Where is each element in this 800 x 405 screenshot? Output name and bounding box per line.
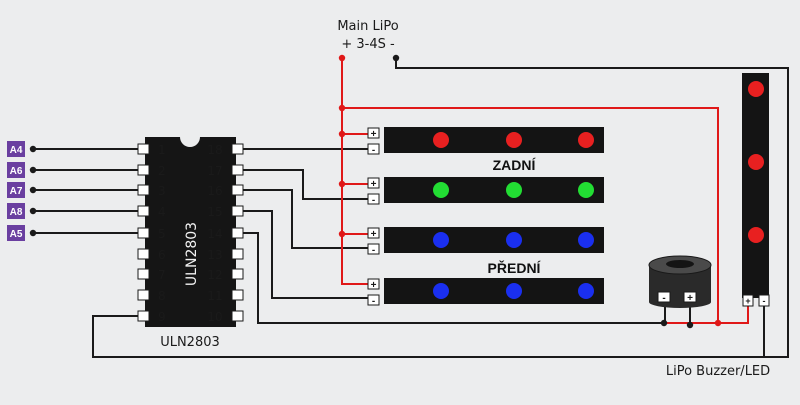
input-label-text: A7 [10, 186, 23, 197]
pin-number: 11 [207, 289, 222, 303]
led [748, 227, 764, 243]
chip-left-pins [137, 143, 150, 322]
input-label: A6 [7, 162, 25, 178]
input-label: A8 [7, 203, 25, 219]
pin-number: 7 [158, 268, 166, 282]
led [506, 283, 522, 299]
pin-number: 10 [207, 310, 222, 324]
led [578, 182, 594, 198]
led-strip: + - [367, 227, 604, 256]
led [506, 182, 522, 198]
output-wires [243, 148, 666, 324]
buzzer-caption: LiPo Buzzer/LED [666, 364, 770, 379]
minus-sign: - [763, 296, 766, 306]
wire-junctions [29, 54, 722, 329]
chip-right-pin-numbers: 18 17 16 15 14 13 12 11 10 [207, 143, 222, 324]
pin-number: 13 [207, 248, 222, 262]
plus-sign: + [371, 280, 377, 291]
led [433, 232, 449, 248]
pin-number: 18 [207, 143, 222, 157]
input-label: A5 [7, 225, 25, 241]
plus-sign: + [687, 293, 693, 304]
pin-number: 5 [158, 227, 166, 241]
plus-sign: + [745, 296, 750, 306]
pin-number: 1 [158, 143, 166, 157]
plus-terminal [367, 278, 380, 290]
input-label-text: A6 [10, 166, 23, 177]
pin-number: 8 [158, 289, 166, 303]
minus-sign: - [662, 293, 665, 304]
led-strip: + - [367, 278, 604, 307]
chip-caption: ULN2803 [160, 335, 220, 350]
chip-body-label: ULN2803 [184, 222, 200, 286]
vertical-led-strip: + - [742, 73, 770, 307]
plus-terminal [367, 227, 380, 239]
led [433, 283, 449, 299]
led-strip: + - [367, 177, 604, 206]
led [578, 132, 594, 148]
plus-sign: + [371, 129, 377, 140]
led [748, 81, 764, 97]
led [748, 154, 764, 170]
led-strip: + - [367, 127, 604, 156]
minus-sign: - [372, 145, 375, 156]
pin-number: 15 [207, 205, 222, 219]
input-label: A7 [7, 182, 25, 198]
pin-number: 4 [158, 205, 166, 219]
positive-wires [341, 58, 749, 324]
front-strips-label: PŘEDNÍ [488, 259, 542, 276]
input-label-text: A4 [10, 145, 23, 156]
plus-sign: + [371, 229, 377, 240]
buzzer-plus-terminal [683, 291, 697, 303]
minus-terminal [367, 243, 380, 255]
led [506, 132, 522, 148]
led [433, 132, 449, 148]
pin-number: 2 [158, 164, 166, 178]
input-wires [33, 148, 138, 234]
minus-terminal [758, 294, 770, 307]
buzzer: - + [648, 255, 712, 308]
pin-number: 17 [207, 164, 222, 178]
minus-sign: - [372, 245, 375, 256]
input-label: A4 [7, 141, 25, 157]
main-lipo-label: Main LiPo + 3-4S - [337, 19, 398, 52]
led [578, 283, 594, 299]
chip-body [145, 137, 236, 327]
plus-terminal [742, 294, 754, 307]
minus-sign: - [372, 296, 375, 307]
buzzer-minus-terminal [657, 291, 671, 303]
rear-strips-label: ZADNÍ [493, 157, 537, 173]
uln2803-chip: ULN2803 1 2 3 4 5 [137, 137, 244, 350]
minus-sign: - [372, 195, 375, 206]
main-lipo-title: Main LiPo [337, 19, 398, 34]
plus-terminal [367, 127, 380, 139]
pin-number: 12 [207, 268, 222, 282]
main-lipo-polarity: + 3-4S - [341, 37, 395, 52]
plus-sign: + [371, 179, 377, 190]
chip-left-pin-numbers: 1 2 3 4 5 6 7 8 9 [158, 143, 166, 324]
led [578, 232, 594, 248]
minus-terminal [367, 294, 380, 306]
input-label-text: A8 [10, 207, 23, 218]
plus-terminal [367, 177, 380, 189]
input-label-text: A5 [10, 229, 23, 240]
led [506, 232, 522, 248]
pin-number: 3 [158, 184, 166, 198]
minus-terminal [367, 143, 380, 155]
pin-number: 9 [158, 310, 166, 324]
pin-number: 14 [207, 227, 222, 241]
chip-right-pins [231, 143, 244, 322]
input-labels: A4 A6 A7 A8 A5 [7, 141, 25, 241]
pin-number: 6 [158, 248, 166, 262]
pin-number: 16 [207, 184, 222, 198]
minus-terminal [367, 193, 380, 205]
led [433, 182, 449, 198]
